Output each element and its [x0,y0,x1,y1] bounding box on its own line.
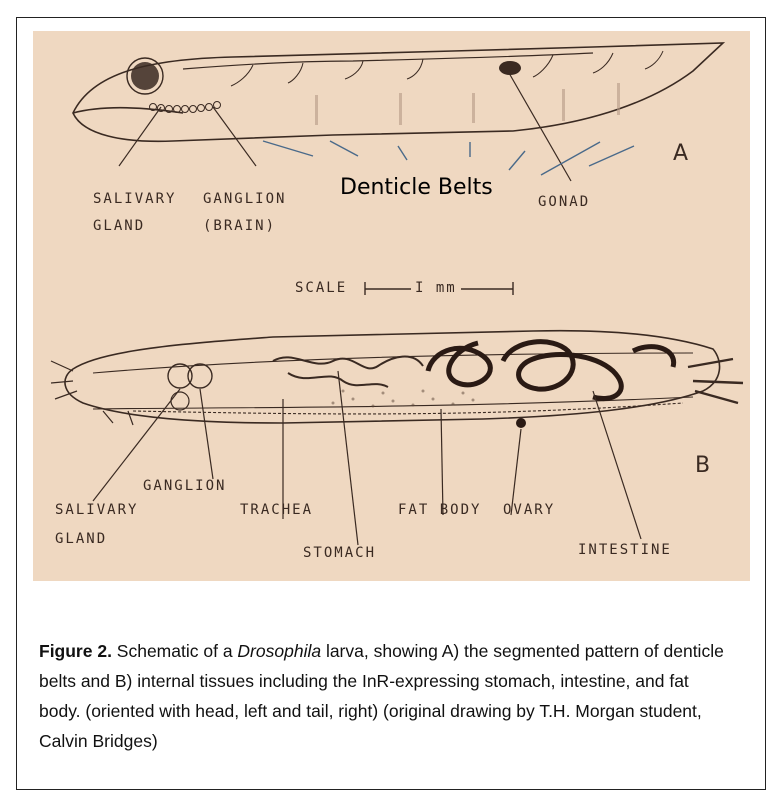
figure-caption: Figure 2. Schematic of a Drosophila larv… [39,636,729,756]
larva-b-fat-body [332,390,475,408]
label-a-gonad: GONAD [538,194,590,210]
larva-drawing-photo: SALIVARY GLAND GANGLION (BRAIN) GONAD A … [33,31,750,581]
larva-a-denticle-dots [315,83,620,125]
label-b-intestine: INTESTINE [578,542,672,558]
denticle-belt-pointer-lines [263,141,634,175]
larva-a-gonad [499,61,521,75]
label-b-salivary-line2: GLAND [55,531,107,547]
larva-b-intestine [428,342,674,399]
larva-drawing [33,31,750,581]
caption-part1: Schematic of a [112,641,237,661]
label-a-salivary-line2: GLAND [93,218,145,234]
scale-value: I mm [415,280,457,296]
panel-a-leader-lines [119,73,571,181]
scale-label: SCALE [295,280,347,296]
label-denticle-belts: Denticle Belts [340,175,493,200]
larva-a-salivary-chain [150,102,221,113]
larva-a-brain [131,62,159,90]
panel-b-letter: B [695,453,710,478]
panel-a-letter: A [673,141,688,166]
label-b-salivary-line1: SALIVARY [55,502,138,518]
larva-a-body [73,43,723,141]
label-b-stomach: STOMACH [303,545,376,561]
label-a-ganglion-line1: GANGLION [203,191,286,207]
larva-b-stomach [273,357,423,387]
panel-b-leader-lines [93,371,641,545]
label-b-trachea: TRACHEA [240,502,313,518]
caption-italic-species: Drosophila [237,641,321,661]
label-b-ganglion: GANGLION [143,478,226,494]
label-a-salivary-line1: SALIVARY [93,191,176,207]
caption-figure-label: Figure 2. [39,641,112,661]
larva-b-body [51,331,743,425]
label-b-fat-body: FAT BODY [398,502,481,518]
larva-b-ovary [516,418,526,428]
label-b-ovary: OVARY [503,502,555,518]
label-a-ganglion-line2: (BRAIN) [203,218,276,234]
